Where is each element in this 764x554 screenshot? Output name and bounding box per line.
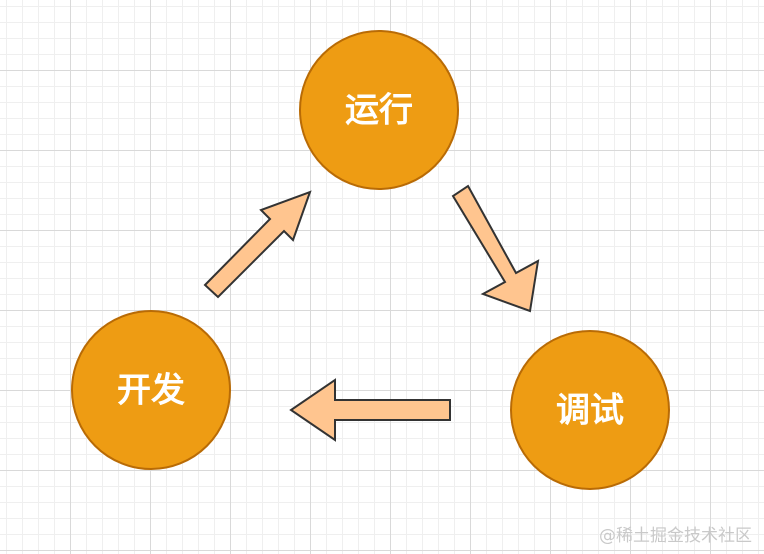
node-run-label: 运行 — [345, 91, 413, 131]
arrow-run-to-debug — [451, 184, 540, 313]
node-develop-label: 开发 — [117, 371, 185, 411]
arrow-debug-to-develop — [289, 378, 451, 442]
node-run: 运行 — [299, 30, 459, 190]
node-develop: 开发 — [71, 310, 231, 470]
node-debug: 调试 — [510, 330, 670, 490]
node-debug-label: 调试 — [556, 391, 624, 431]
watermark: @稀土掘金技术社区 — [599, 526, 752, 546]
arrow-develop-to-run — [203, 190, 312, 299]
